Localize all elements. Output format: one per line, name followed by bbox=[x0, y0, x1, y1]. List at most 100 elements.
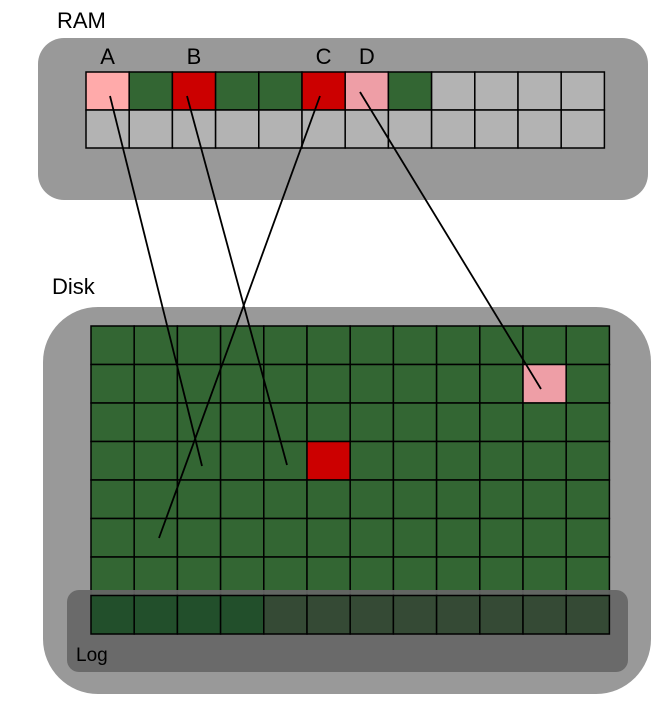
disk-cell bbox=[349, 440, 395, 481]
disk-cell bbox=[479, 363, 524, 404]
disk-cell bbox=[263, 517, 308, 558]
log-cell bbox=[306, 594, 351, 635]
ram-page-label-b: B bbox=[187, 44, 202, 69]
disk-cell bbox=[306, 556, 351, 597]
disk-cell bbox=[263, 479, 308, 520]
disk-cell bbox=[176, 556, 222, 597]
connector-b bbox=[186, 95, 288, 466]
disk-cell bbox=[176, 325, 222, 366]
log-cell bbox=[349, 594, 395, 635]
ram-cell bbox=[301, 109, 346, 149]
disk-cell bbox=[306, 363, 351, 404]
disk-cell bbox=[306, 517, 351, 558]
disk-cell bbox=[133, 363, 179, 404]
disk-cell bbox=[219, 556, 265, 597]
disk-cell bbox=[133, 440, 179, 481]
disk-cell bbox=[565, 517, 611, 558]
disk-cell bbox=[435, 479, 481, 520]
disk-cell bbox=[392, 556, 438, 597]
disk-cell bbox=[435, 440, 481, 481]
ram-cell bbox=[560, 71, 606, 111]
ram-cell bbox=[517, 109, 562, 149]
disk-cell bbox=[349, 556, 395, 597]
disk-cell bbox=[479, 517, 524, 558]
ram-cell bbox=[474, 71, 519, 111]
disk-cell bbox=[219, 363, 265, 404]
disk-cell bbox=[263, 556, 308, 597]
disk-cell bbox=[176, 363, 222, 404]
disk-cell bbox=[219, 479, 265, 520]
connector-a bbox=[109, 95, 203, 467]
disk-cell bbox=[133, 402, 179, 443]
ram-cell bbox=[301, 71, 346, 111]
disk-cell bbox=[479, 402, 524, 443]
disk-cell bbox=[522, 479, 567, 520]
disk-cell bbox=[219, 325, 265, 366]
disk-cell bbox=[392, 479, 438, 520]
disk-cell bbox=[219, 517, 265, 558]
disk-cell bbox=[133, 325, 179, 366]
disk-cell bbox=[435, 517, 481, 558]
log-cell bbox=[263, 594, 308, 635]
disk-cell bbox=[219, 440, 265, 481]
disk-grid bbox=[90, 325, 611, 597]
log-cell bbox=[392, 594, 438, 635]
disk-cell bbox=[522, 402, 567, 443]
log-cell bbox=[479, 594, 524, 635]
disk-cell bbox=[306, 440, 351, 481]
disk-cell bbox=[522, 556, 567, 597]
disk-cell bbox=[306, 402, 351, 443]
ram-page-label-a: A bbox=[100, 44, 115, 69]
ram-cell bbox=[430, 109, 476, 149]
disk-cell bbox=[479, 440, 524, 481]
disk-cell bbox=[176, 402, 222, 443]
log-cell bbox=[565, 594, 611, 635]
disk-cell bbox=[349, 479, 395, 520]
disk-cell bbox=[392, 325, 438, 366]
disk-cell bbox=[90, 402, 135, 443]
disk-title: Disk bbox=[52, 274, 96, 299]
disk-cell bbox=[522, 517, 567, 558]
disk-cell bbox=[219, 402, 265, 443]
ram-cell bbox=[560, 109, 606, 149]
disk-cell bbox=[263, 402, 308, 443]
disk-cell bbox=[133, 479, 179, 520]
disk-cell bbox=[565, 556, 611, 597]
ram-cell bbox=[128, 109, 174, 149]
ram-title: RAM bbox=[57, 8, 106, 33]
disk-cell bbox=[479, 556, 524, 597]
disk-cell bbox=[133, 556, 179, 597]
log-label: Log bbox=[76, 645, 108, 666]
disk-cell bbox=[479, 325, 524, 366]
disk-cell bbox=[479, 479, 524, 520]
disk-cell bbox=[306, 325, 351, 366]
ram-cell bbox=[258, 71, 303, 111]
ram-cell bbox=[85, 109, 130, 149]
log-cell bbox=[90, 594, 135, 635]
disk-cell bbox=[522, 325, 567, 366]
disk-cell bbox=[90, 517, 135, 558]
ram-cell bbox=[517, 71, 562, 111]
disk-cell bbox=[90, 363, 135, 404]
disk-cell bbox=[90, 325, 135, 366]
ram-page-label-d: D bbox=[359, 44, 375, 69]
ram-cell bbox=[214, 109, 260, 149]
ram-cell bbox=[171, 71, 217, 111]
disk-cell bbox=[263, 363, 308, 404]
log-cell bbox=[133, 594, 179, 635]
disk-cell bbox=[392, 440, 438, 481]
ram-cell bbox=[85, 71, 130, 111]
disk-cell bbox=[176, 440, 222, 481]
ram-cell bbox=[387, 109, 433, 149]
disk-cell bbox=[133, 517, 179, 558]
disk-cell bbox=[565, 402, 611, 443]
ram-cell bbox=[474, 109, 519, 149]
log-cell bbox=[435, 594, 481, 635]
disk-cell bbox=[90, 440, 135, 481]
disk-cell bbox=[349, 517, 395, 558]
disk-cell bbox=[565, 363, 611, 404]
disk-cell bbox=[90, 556, 135, 597]
log-cell bbox=[176, 594, 222, 635]
disk-cell bbox=[392, 363, 438, 404]
